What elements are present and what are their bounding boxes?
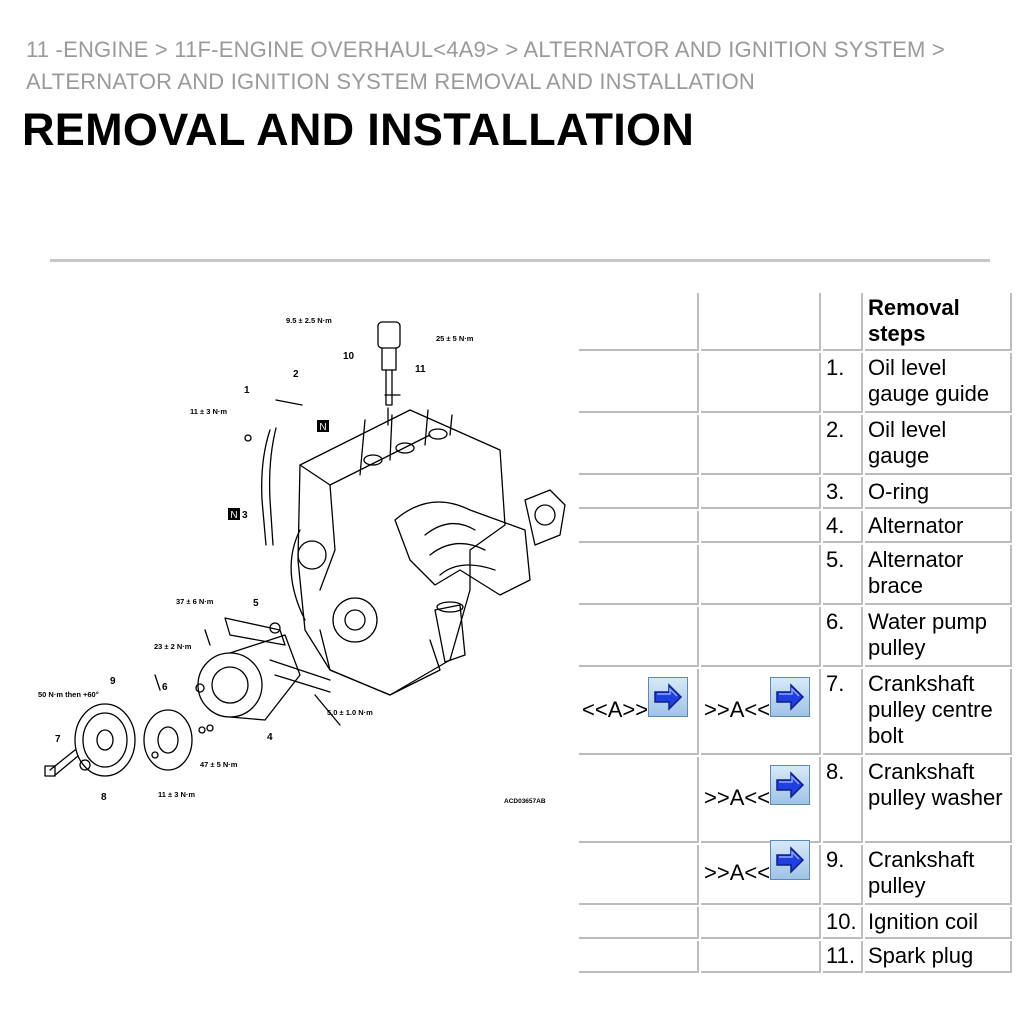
table-header: Removal steps xyxy=(865,293,1012,351)
torque-label: 37 ± 6 N·m xyxy=(176,597,214,606)
note-cell xyxy=(701,907,821,939)
step-number: 7. xyxy=(823,669,863,755)
table-row: 10. Ignition coil xyxy=(579,907,1012,939)
note-cell: >>A<< xyxy=(701,669,821,755)
callout-9: 9 xyxy=(110,676,116,687)
step-name: O-ring xyxy=(865,477,1012,509)
step-name: Spark plug xyxy=(865,941,1012,973)
removal-steps-table: Removal steps 1. Oil level gauge guide 2… xyxy=(577,291,1014,975)
table-row: 3. O-ring xyxy=(579,477,1012,509)
note-cell xyxy=(701,511,821,543)
callout-10: 10 xyxy=(343,351,355,362)
callout-1: 1 xyxy=(244,385,250,396)
note-cell xyxy=(579,941,699,973)
table-row: >>A<< 8. Crankshaft pulley washer xyxy=(579,757,1012,843)
torque-label: 47 ± 5 N·m xyxy=(200,760,238,769)
note-label: >>A<< xyxy=(704,696,771,722)
torque-label: 23 ± 2 N·m xyxy=(154,642,192,651)
note-cell: <<A>> xyxy=(579,669,699,755)
note-label: >>A<< xyxy=(704,784,771,810)
note-cell xyxy=(579,907,699,939)
step-name: Ignition coil xyxy=(865,907,1012,939)
arrow-right-icon[interactable] xyxy=(648,677,689,717)
table-row: <<A>> >>A<< 7. Crankshaft pulley centre … xyxy=(579,669,1012,755)
step-number: 8. xyxy=(823,757,863,843)
engine-diagram: N N 1 2 3 4 5 6 7 8 9 10 11 9.5 ± 2.5 N·… xyxy=(38,316,566,805)
note-label: >>A<< xyxy=(704,859,771,885)
n-mark: N N xyxy=(228,420,329,521)
note-cell xyxy=(701,415,821,475)
step-number: 10. xyxy=(823,907,863,939)
torque-label: 50 N·m then +60° xyxy=(38,690,99,699)
table-row: >>A<< 9. Crankshaft pulley xyxy=(579,840,1012,905)
note-cell xyxy=(701,353,821,413)
step-number: 9. xyxy=(823,845,863,905)
diagram-code: ACD03657AB xyxy=(504,798,546,805)
note-label: <<A>> xyxy=(582,696,649,722)
note-cell xyxy=(579,545,699,605)
note-cell xyxy=(701,607,821,667)
table-row: 1. Oil level gauge guide xyxy=(579,353,1012,413)
note-cell xyxy=(579,757,699,843)
note-cell xyxy=(701,545,821,605)
callout-11: 11 xyxy=(415,364,426,375)
note-cell xyxy=(579,353,699,413)
callout-4: 4 xyxy=(267,732,273,743)
callout-2: 2 xyxy=(293,369,299,380)
step-name: Alternator xyxy=(865,511,1012,543)
torque-label: 9.5 ± 2.5 N·m xyxy=(286,316,332,325)
table-row: 4. Alternator xyxy=(579,511,1012,543)
arrow-right-icon[interactable] xyxy=(770,765,811,805)
note-cell: >>A<< xyxy=(701,757,821,843)
breadcrumb: 11 -ENGINE > 11F-ENGINE OVERHAUL<4A9> > … xyxy=(26,37,945,94)
note-cell xyxy=(579,607,699,667)
table-header-row: Removal steps xyxy=(579,293,1012,351)
step-name: Crankshaft pulley centre bolt xyxy=(865,669,1012,755)
svg-text:N: N xyxy=(319,422,326,433)
callout-7: 7 xyxy=(55,734,61,745)
step-name: Alternator brace xyxy=(865,545,1012,605)
torque-label: 11 ± 3 N·m xyxy=(158,790,195,799)
note-cell xyxy=(701,477,821,509)
page-title: REMOVAL AND INSTALLATION xyxy=(22,104,695,155)
step-name: Water pump pulley xyxy=(865,607,1012,667)
step-number: 2. xyxy=(823,415,863,475)
arrow-right-icon[interactable] xyxy=(770,840,811,880)
note-cell xyxy=(579,477,699,509)
note-cell xyxy=(579,511,699,543)
step-number: 4. xyxy=(823,511,863,543)
step-number: 11. xyxy=(823,941,863,973)
callout-3: 3 xyxy=(242,510,248,521)
arrow-right-icon[interactable] xyxy=(770,677,811,717)
note-cell xyxy=(579,415,699,475)
note-cell: >>A<< xyxy=(701,840,821,905)
torque-label: 25 ± 5 N·m xyxy=(436,334,474,343)
step-number: 5. xyxy=(823,545,863,605)
table-row: 11. Spark plug xyxy=(579,941,1012,973)
step-name: Crankshaft pulley xyxy=(865,845,1012,905)
note-cell xyxy=(579,845,699,905)
step-name: Oil level gauge guide xyxy=(865,353,1012,413)
svg-text:N: N xyxy=(230,510,237,521)
step-number: 6. xyxy=(823,607,863,667)
callout-8: 8 xyxy=(101,792,107,803)
torque-label: 11 ± 3 N·m xyxy=(190,407,227,416)
step-number: 1. xyxy=(823,353,863,413)
step-name: Crankshaft pulley washer xyxy=(865,757,1012,843)
torque-label: 5.0 ± 1.0 N·m xyxy=(327,708,373,717)
note-cell xyxy=(701,941,821,973)
table-row: 5. Alternator brace xyxy=(579,545,1012,605)
step-number: 3. xyxy=(823,477,863,509)
table-row: 6. Water pump pulley xyxy=(579,607,1012,667)
divider xyxy=(50,259,990,262)
table-row: 2. Oil level gauge xyxy=(579,415,1012,475)
step-name: Oil level gauge xyxy=(865,415,1012,475)
callout-5: 5 xyxy=(253,598,259,609)
callout-6: 6 xyxy=(162,682,168,693)
